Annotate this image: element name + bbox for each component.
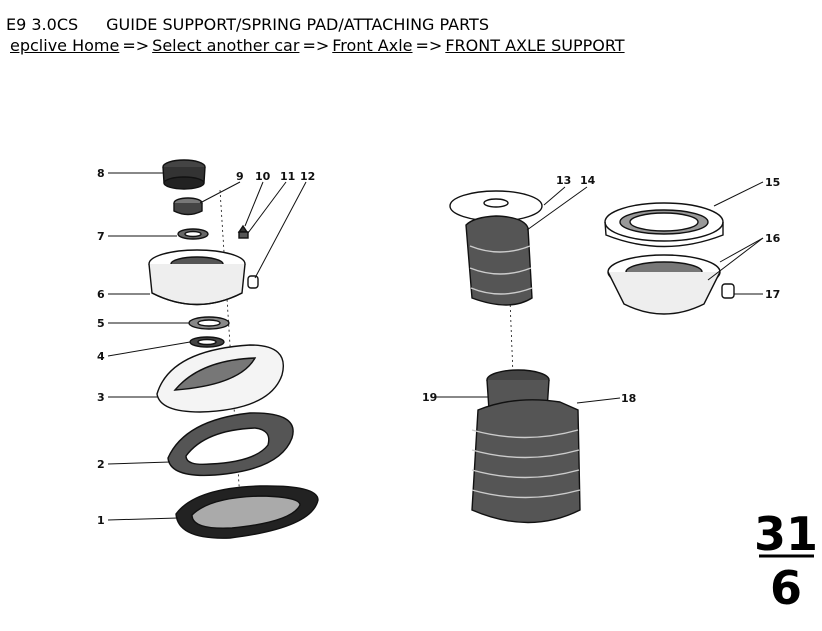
callout-3[interactable]: 3 [97,391,105,404]
part-4-ring[interactable] [189,336,225,348]
callout-5[interactable]: 5 [97,317,105,330]
callout-18[interactable]: 18 [621,392,636,405]
car-model: E9 3.0CS [6,15,79,34]
callout-19[interactable]: 19 [422,391,437,404]
callout-10[interactable]: 10 [255,170,271,183]
right-leader-lines [436,181,764,404]
part-15-upper-ring[interactable] [604,202,724,248]
breadcrumb-separator: => [415,36,443,55]
right-assembly [449,190,735,524]
callout-14[interactable]: 14 [580,174,596,187]
part-7-washer[interactable] [177,228,209,240]
breadcrumb-separator: => [122,36,150,55]
callout-12[interactable]: 12 [300,170,315,183]
page-number-fraction: 31 6 [754,507,818,615]
breadcrumb-home-link[interactable]: epclive Home [10,36,120,55]
breadcrumb-front-axle-link[interactable]: Front Axle [332,36,413,55]
callout-13[interactable]: 13 [556,174,571,187]
callout-1[interactable]: 1 [97,514,105,527]
part-6-support-bearing[interactable] [148,249,259,306]
left-assembly [148,159,319,539]
part-9-nut[interactable] [173,197,203,216]
part-2-spring-pad[interactable] [167,412,294,477]
callout-15[interactable]: 15 [765,176,780,189]
callout-2[interactable]: 2 [97,458,105,471]
breadcrumb-separator: => [302,36,330,55]
callout-17[interactable]: 17 [765,288,780,301]
page-group-number: 31 [754,507,818,561]
title-row: E9 3.0CS GUIDE SUPPORT/SPRING PAD/ATTACHI… [6,14,625,35]
breadcrumb-front-axle-support-link[interactable]: FRONT AXLE SUPPORT [445,36,625,55]
callout-11[interactable]: 11 [280,170,295,183]
part-3-spring-plate[interactable] [156,344,284,413]
callout-6[interactable]: 6 [97,288,105,301]
callout-4[interactable]: 4 [97,350,105,363]
callout-9[interactable]: 9 [236,170,244,183]
part-16-17-seat[interactable] [607,254,735,315]
page-header: E9 3.0CS GUIDE SUPPORT/SPRING PAD/ATTACHI… [6,14,625,56]
part-8-cap[interactable] [162,159,206,190]
page-sub-number: 6 [770,561,802,615]
callout-7[interactable]: 7 [97,230,105,243]
callout-16[interactable]: 16 [765,232,781,245]
left-leader-lines [107,172,307,521]
part-10-bolt[interactable] [237,224,249,239]
page-title: GUIDE SUPPORT/SPRING PAD/ATTACHING PARTS [106,15,489,34]
breadcrumb: epclive Home=>Select another car=>Front … [10,35,625,56]
part-5-ring[interactable] [188,316,230,330]
part-18-19-boot[interactable] [471,369,581,524]
callout-labels: 8 7 6 5 4 3 2 1 9 10 11 12 13 14 15 16 1… [97,167,781,527]
breadcrumb-select-car-link[interactable]: Select another car [152,36,300,55]
part-13-14-bump-stop[interactable] [449,190,543,306]
part-1-rubber-pad[interactable] [175,485,319,539]
callout-8[interactable]: 8 [97,167,105,180]
